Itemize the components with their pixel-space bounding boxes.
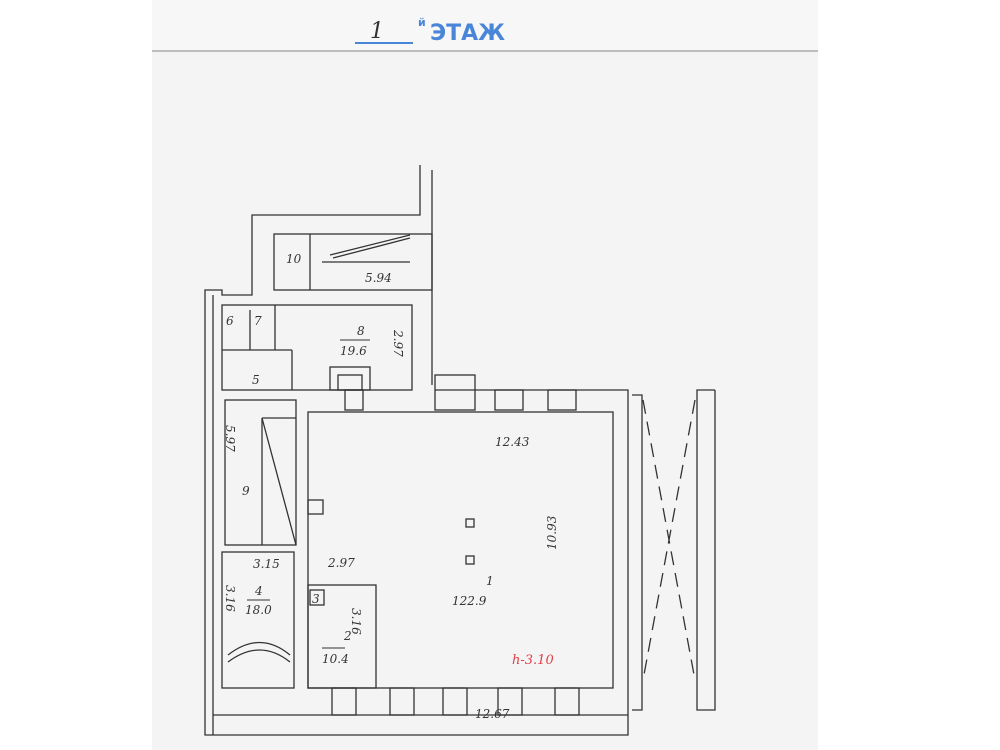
room-1-dim-bottom: 12.67	[475, 707, 510, 721]
room-9-dim: 5.97	[223, 425, 237, 452]
room-4-area: 18.0	[245, 603, 272, 617]
paper-sheet	[152, 0, 818, 750]
room-1-number: 1	[486, 574, 494, 588]
room-10-dim: 5.94	[365, 271, 392, 285]
floor-number: 1	[370, 19, 384, 44]
floor-word: ЭТАЖ	[430, 21, 505, 46]
room-8-number: 8	[357, 324, 365, 338]
room-1-dim-top: 12.43	[495, 435, 530, 449]
room-2-dim-a: 2.97	[327, 556, 355, 570]
room-4-dim-b: 3.16	[223, 585, 237, 612]
ceiling-height: h-3.10	[512, 653, 554, 668]
walls	[204, 165, 716, 736]
room-4-number: 4	[254, 584, 263, 598]
room-2-area: 10.4	[322, 652, 349, 666]
room-10-number: 10	[286, 252, 302, 266]
room-6-number: 6	[226, 314, 234, 328]
room-8-dim: 2.97	[391, 329, 405, 357]
room-2-number: 2	[343, 629, 352, 643]
room-8-area: 19.6	[340, 344, 367, 358]
room-4-dim-a: 3.15	[253, 557, 280, 571]
room-3-number: 3	[312, 592, 320, 606]
room-1-area: 122.9	[452, 594, 487, 608]
header-band	[152, 0, 818, 52]
room-9-number: 9	[242, 484, 250, 498]
room-7-number: 7	[254, 314, 262, 328]
floor-suffix: й	[418, 16, 426, 29]
room-2-dim-b: 3.16	[349, 608, 363, 635]
room-1-dim-side: 10.93	[545, 515, 559, 550]
room-5-number: 5	[252, 373, 260, 387]
